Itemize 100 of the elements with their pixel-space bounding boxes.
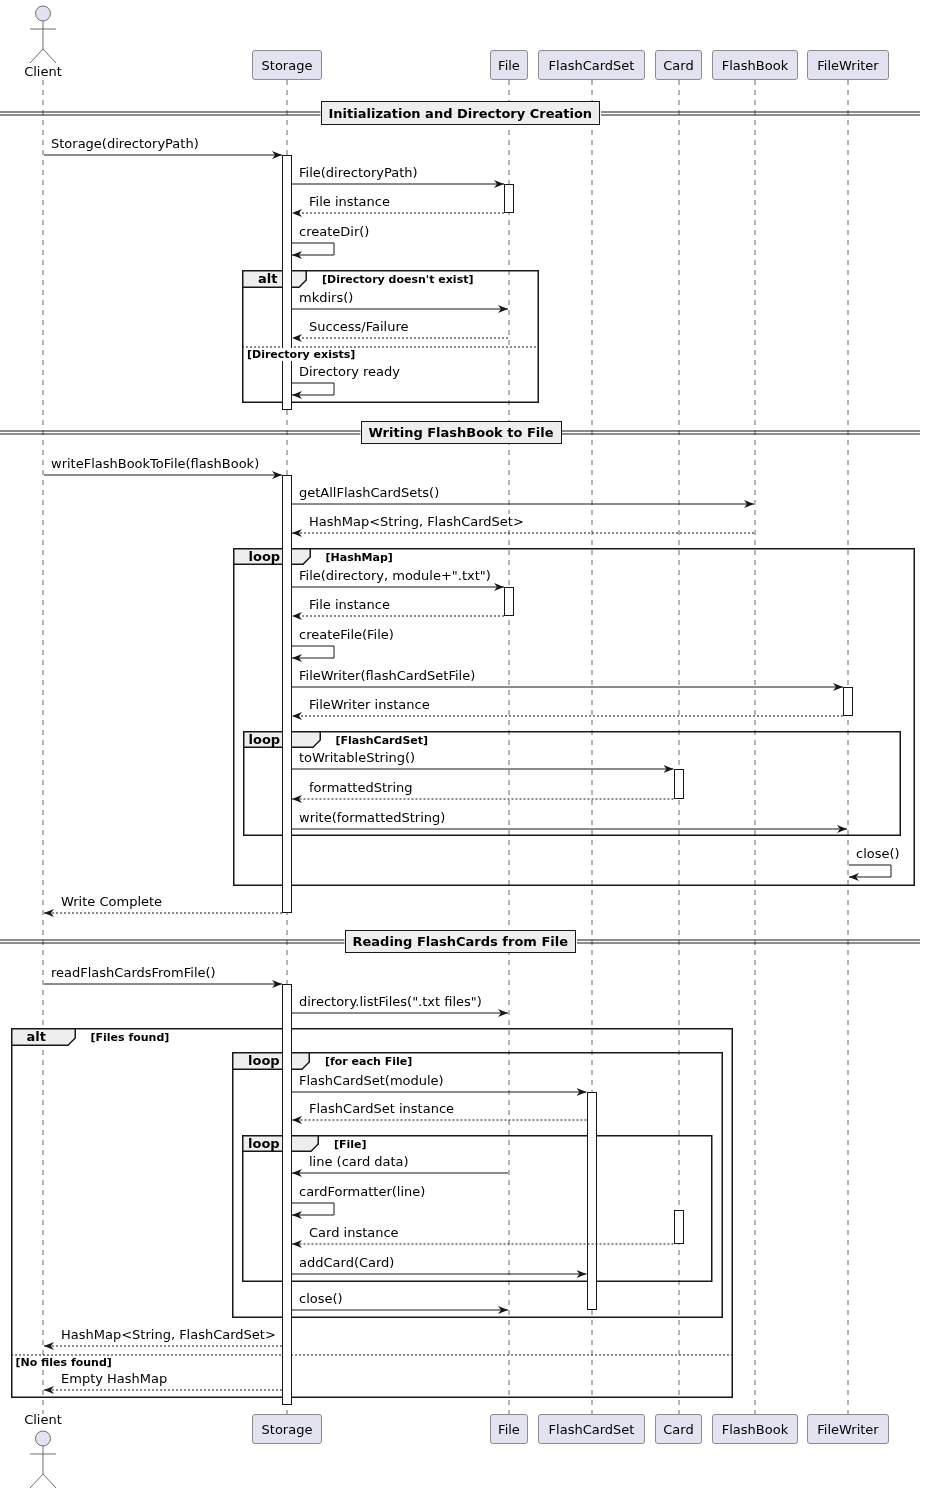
activation-bar bbox=[673, 769, 684, 799]
message-label: toWritableString() bbox=[298, 750, 417, 765]
return-message-arrow bbox=[291, 712, 844, 720]
participant-box bbox=[655, 1414, 702, 1444]
guard-condition: [No files found] bbox=[15, 1356, 112, 1369]
message-arrow bbox=[291, 765, 674, 773]
message-arrow bbox=[291, 305, 509, 313]
participant-name: Card bbox=[663, 1421, 694, 1437]
message-label: Storage(directoryPath) bbox=[50, 136, 200, 151]
guard-condition: [for each File] bbox=[325, 1055, 413, 1068]
message-label: Card instance bbox=[308, 1225, 400, 1240]
participant-box bbox=[807, 50, 889, 80]
message-label: createDir() bbox=[298, 224, 371, 239]
message-label: File instance bbox=[308, 194, 391, 209]
participant-name: FlashBook bbox=[721, 57, 789, 73]
actor-name: Client bbox=[24, 64, 62, 80]
message-label: FlashCardSet instance bbox=[308, 1101, 456, 1116]
fragment-operator: alt bbox=[26, 1029, 46, 1044]
self-message-arrow bbox=[291, 242, 335, 259]
participant-name: File bbox=[498, 1421, 520, 1437]
message-arrow bbox=[43, 151, 283, 159]
guard-condition: [FlashCardSet] bbox=[335, 734, 429, 747]
participant-box bbox=[807, 1414, 889, 1444]
lifeline bbox=[847, 80, 849, 1414]
divider-title: Reading FlashCards from File bbox=[352, 934, 569, 949]
activation-bar bbox=[843, 687, 853, 716]
actor-name: Client bbox=[24, 1412, 62, 1428]
return-message-arrow bbox=[291, 795, 674, 803]
message-label: Empty HashMap bbox=[60, 1371, 169, 1386]
message-label: line (card data) bbox=[308, 1154, 410, 1169]
message-arrow bbox=[291, 683, 844, 691]
participant-name: Storage bbox=[261, 57, 313, 73]
return-message-arrow bbox=[291, 1240, 674, 1248]
activation-bar bbox=[586, 1092, 597, 1310]
return-message-arrow bbox=[291, 1116, 587, 1124]
participant-name: File bbox=[498, 57, 520, 73]
message-label: File instance bbox=[308, 597, 391, 612]
operator-tab bbox=[10, 1028, 76, 1046]
participant-box bbox=[252, 50, 322, 80]
self-message-arrow bbox=[848, 864, 892, 881]
message-label: File(directory, module+".txt") bbox=[298, 568, 492, 583]
message-label: HashMap<String, FlashCardSet> bbox=[308, 514, 525, 529]
message-label: getAllFlashCardSets() bbox=[298, 485, 441, 500]
message-label: HashMap<String, FlashCardSet> bbox=[60, 1327, 277, 1342]
guard-condition: [Directory exists] bbox=[247, 348, 356, 361]
participant-box bbox=[538, 1414, 645, 1444]
guard-condition: [Directory doesn't exist] bbox=[322, 273, 474, 286]
participant-name: FileWriter bbox=[817, 57, 879, 73]
guard-condition: [HashMap] bbox=[325, 551, 393, 564]
activation-bar bbox=[504, 184, 514, 213]
message-arrow bbox=[291, 1169, 509, 1177]
lifeline bbox=[508, 80, 510, 1414]
message-label: close() bbox=[855, 846, 901, 861]
message-label: Success/Failure bbox=[308, 319, 410, 334]
return-message-arrow bbox=[291, 529, 755, 537]
participant-name: FlashCardSet bbox=[548, 57, 635, 73]
message-arrow bbox=[291, 583, 505, 591]
message-label: readFlashCardsFromFile() bbox=[50, 965, 217, 980]
message-label: FlashCardSet(module) bbox=[298, 1073, 445, 1088]
participant-box bbox=[655, 50, 702, 80]
divider-title: Writing FlashBook to File bbox=[368, 425, 554, 440]
activation-bar bbox=[282, 984, 292, 1405]
self-message-arrow bbox=[291, 382, 335, 399]
message-label: addCard(Card) bbox=[298, 1255, 396, 1270]
message-arrow bbox=[291, 1088, 587, 1096]
participant-name: FileWriter bbox=[817, 1421, 879, 1437]
participant-box bbox=[538, 50, 645, 80]
message-arrow bbox=[291, 180, 505, 188]
lifeline bbox=[677, 80, 680, 1414]
participant-name: Card bbox=[663, 57, 694, 73]
return-message-arrow bbox=[291, 209, 505, 217]
activation-bar bbox=[673, 1210, 684, 1244]
message-label: formattedString bbox=[308, 780, 414, 795]
message-arrow bbox=[291, 1270, 587, 1278]
participant-name: Storage bbox=[261, 1421, 313, 1437]
message-label: File(directoryPath) bbox=[298, 165, 419, 180]
participant-box bbox=[490, 50, 528, 80]
message-label: directory.listFiles(".txt files") bbox=[298, 994, 483, 1009]
activation-bar bbox=[504, 587, 514, 616]
message-arrow bbox=[291, 1306, 509, 1314]
lifeline bbox=[754, 80, 756, 1414]
participant-box bbox=[712, 1414, 798, 1444]
message-arrow bbox=[291, 500, 755, 508]
message-arrow bbox=[43, 471, 283, 479]
participant-name: FlashCardSet bbox=[548, 1421, 635, 1437]
divider-title: Initialization and Directory Creation bbox=[328, 105, 593, 121]
guard-condition: [Files found] bbox=[90, 1031, 170, 1044]
activation-bar bbox=[282, 475, 292, 913]
message-label: cardFormatter(line) bbox=[298, 1184, 427, 1199]
message-label: Write Complete bbox=[60, 894, 164, 909]
fragment-operator: loop bbox=[248, 732, 281, 747]
message-label: mkdirs() bbox=[298, 290, 355, 305]
message-arrow bbox=[291, 1009, 509, 1017]
return-message-arrow bbox=[291, 612, 505, 620]
message-label: writeFlashBookToFile(flashBook) bbox=[50, 456, 261, 471]
message-arrow bbox=[291, 825, 848, 833]
message-label: createFile(File) bbox=[298, 627, 395, 642]
participant-box bbox=[490, 1414, 528, 1444]
message-label: write(formattedString) bbox=[298, 810, 447, 825]
fragment-operator: loop bbox=[248, 1136, 280, 1151]
